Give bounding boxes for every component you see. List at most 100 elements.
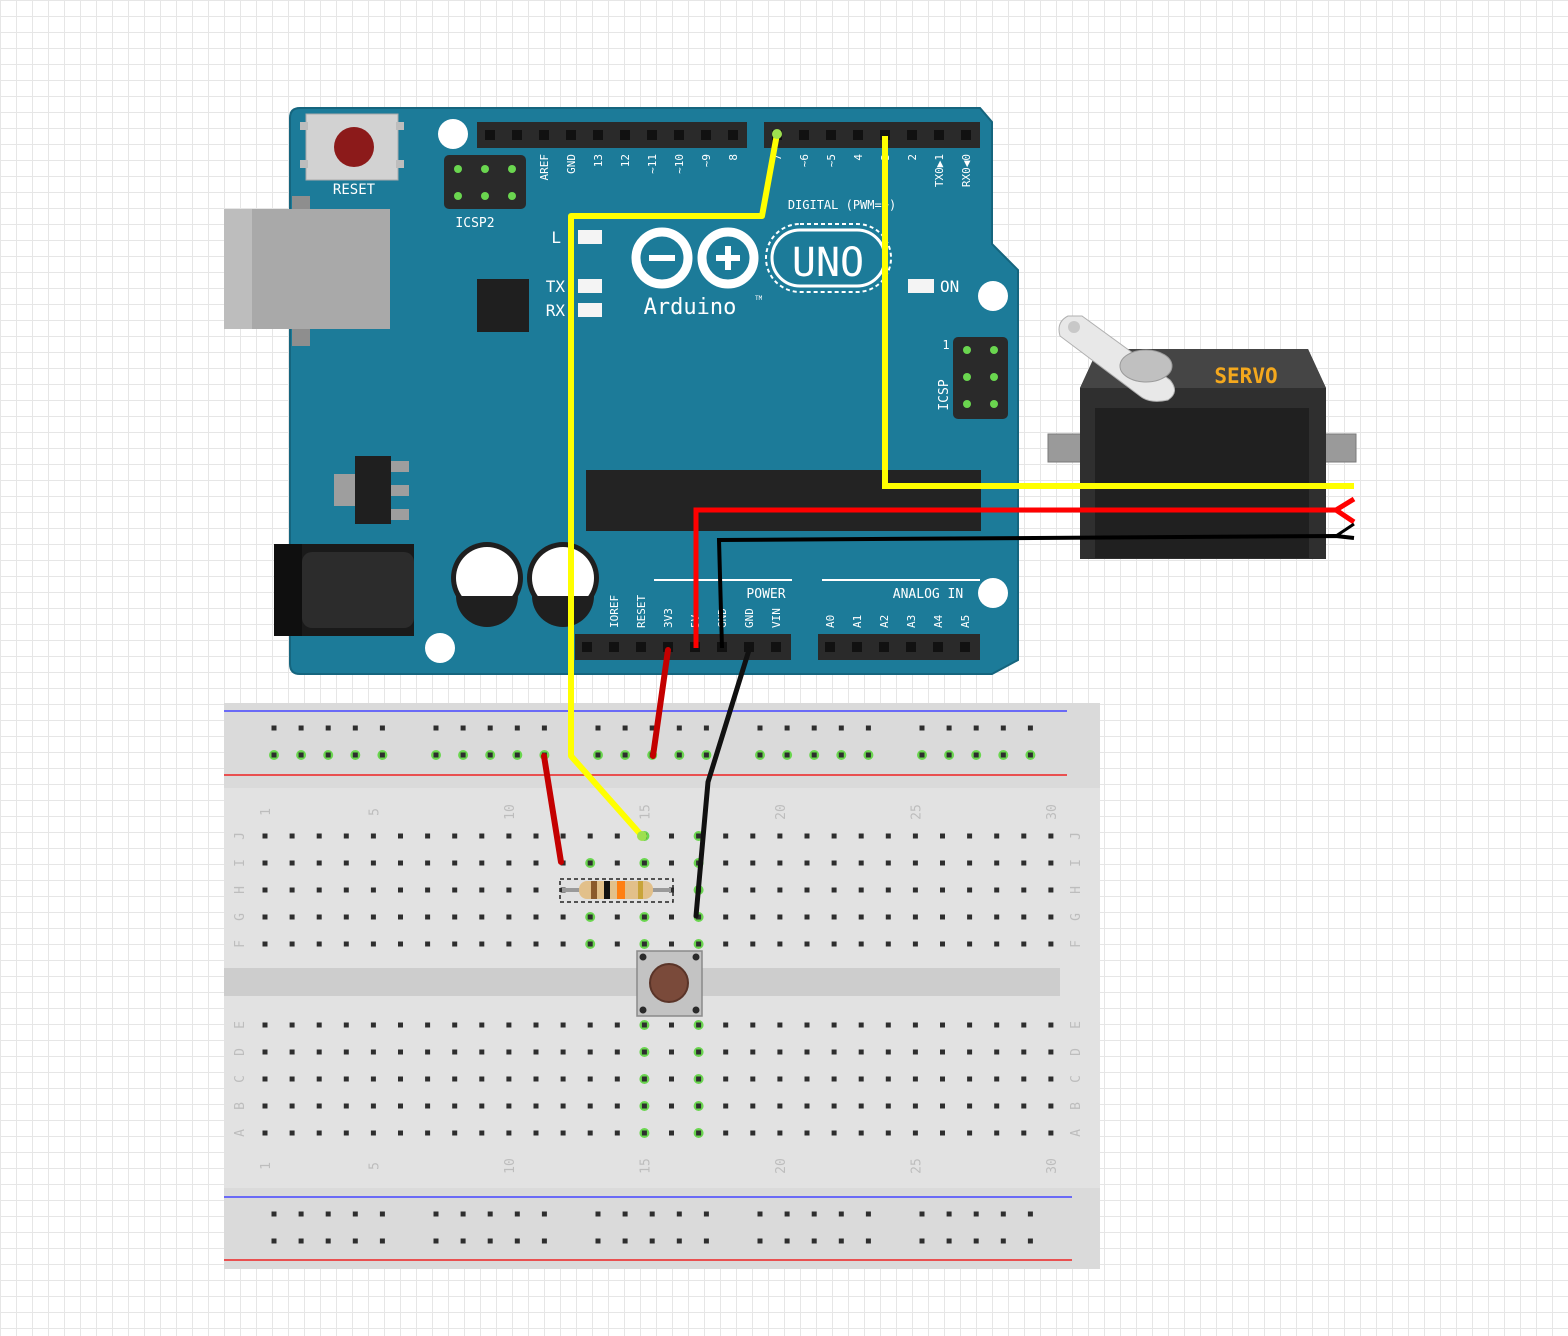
breadboard-hole [641, 941, 647, 947]
breadboard-hole [595, 1211, 601, 1217]
breadboard-hole [750, 914, 756, 920]
trademark-label: TM [755, 295, 763, 302]
breadboard-hole [973, 725, 979, 731]
breadboard-hole [487, 725, 493, 731]
bottom-power-rail [224, 1188, 1100, 1269]
breadboard-hole [912, 833, 918, 839]
breadboard-hole [912, 887, 918, 893]
digital-pin-label: 4 [852, 154, 865, 161]
breadboard-hole [994, 1103, 1000, 1109]
analog-pin-label: A2 [878, 615, 891, 628]
breadboard-hole [622, 1211, 628, 1217]
breadboard-hole [919, 725, 925, 731]
breadboard-hole [919, 1238, 925, 1244]
breadboard-hole [1027, 1238, 1033, 1244]
arduino-logo-icon [631, 227, 759, 289]
servo-motor[interactable]: SERVO [1047, 315, 1357, 559]
breadboard-hole [316, 914, 322, 920]
wire-3v3-rail[interactable] [650, 647, 671, 759]
breadboard-hole [325, 752, 331, 758]
breadboard-hole [614, 1103, 620, 1109]
breadboard-hole [967, 914, 973, 920]
breadboard-hole [560, 941, 566, 947]
breadboard-hole [858, 914, 864, 920]
header-pin [880, 130, 890, 140]
breadboard-hole [1048, 1076, 1054, 1082]
breadboard-hole [994, 1076, 1000, 1082]
breadboard-hole [757, 1211, 763, 1217]
breadboard-hole [398, 833, 403, 839]
digital-pin-label: GND [565, 154, 578, 174]
breadboard-hole [343, 833, 349, 839]
breadboard-hole [967, 1076, 973, 1082]
mounting-hole [978, 281, 1008, 311]
breadboard-hole [343, 914, 349, 920]
uno-badge-outline [765, 223, 892, 293]
breadboard-hole [967, 1022, 973, 1028]
wire-servo-ground[interactable] [716, 533, 1355, 649]
breadboard-hole [479, 1022, 485, 1028]
digital-pin-label: ~10 [673, 154, 686, 174]
header-pin [485, 130, 495, 140]
breadboard-hole [262, 941, 268, 947]
breadboard-hole [811, 1238, 817, 1244]
breadboard-hole [669, 1103, 674, 1109]
wire-button-signal[interactable] [568, 133, 780, 838]
breadboard-hole [433, 1211, 439, 1217]
header-pin [663, 642, 673, 652]
breadboard-hole [587, 1049, 593, 1055]
capacitor [527, 542, 599, 627]
breadboard-hole [703, 1238, 709, 1244]
resistor[interactable] [559, 878, 674, 903]
breadboard-hole [379, 752, 385, 758]
breadboard-hole [967, 833, 973, 839]
top-power-rail [224, 703, 1100, 788]
breadboard-hole [912, 914, 918, 920]
breadboard-hole [750, 887, 756, 893]
breadboard-hole [831, 914, 837, 920]
breadboard-hole [1048, 887, 1054, 893]
breadboard-hole [967, 1049, 973, 1055]
analog-pin-label: A3 [905, 615, 918, 628]
breadboard-hole [460, 725, 466, 731]
breadboard-hole [1000, 752, 1006, 758]
reset-button[interactable] [300, 113, 404, 181]
led-tx-label: TX [546, 277, 566, 296]
breadboard-hole [696, 1049, 702, 1055]
column-number: 25 [909, 804, 924, 820]
row-letter: A [233, 1129, 248, 1137]
breadboard-hole [831, 887, 837, 893]
push-button[interactable] [636, 950, 703, 1017]
breadboard-hole [723, 941, 729, 947]
breadboard-hole [533, 887, 539, 893]
icsp2-label: ICSP2 [455, 216, 494, 231]
breadboard-hole [425, 1022, 431, 1028]
breadboard-hole [858, 887, 864, 893]
breadboard-hole [487, 1211, 493, 1217]
breadboard-hole [398, 887, 403, 893]
wire-servo-signal[interactable] [882, 136, 1354, 489]
breadboard-hole [506, 941, 512, 947]
breadboard-hole [865, 1211, 871, 1217]
breadboard-hole [560, 914, 566, 920]
breadboard-hole [912, 1049, 918, 1055]
arduino-uno-board[interactable]: RESET ICSP2 [224, 107, 1019, 675]
analog-pin-label: A4 [932, 614, 945, 628]
breadboard-hole [1048, 941, 1054, 947]
breadboard-hole [343, 1076, 349, 1082]
row-letter: D [233, 1048, 248, 1056]
breadboard-hole [1021, 1076, 1027, 1082]
breadboard-hole [289, 1103, 295, 1109]
breadboard-hole [946, 725, 952, 731]
breadboard-hole [946, 1211, 952, 1217]
wire-rail-resistor[interactable] [541, 753, 564, 865]
wire-servo-power[interactable] [693, 496, 1356, 648]
column-number: 1 [259, 1162, 274, 1170]
breadboard-hole [912, 1103, 918, 1109]
header-pin [609, 642, 619, 652]
breadboard-hole [560, 1076, 566, 1082]
breadboard-hole [784, 1238, 790, 1244]
breadboard-hole [641, 1103, 647, 1109]
wire-ground[interactable] [693, 647, 752, 919]
